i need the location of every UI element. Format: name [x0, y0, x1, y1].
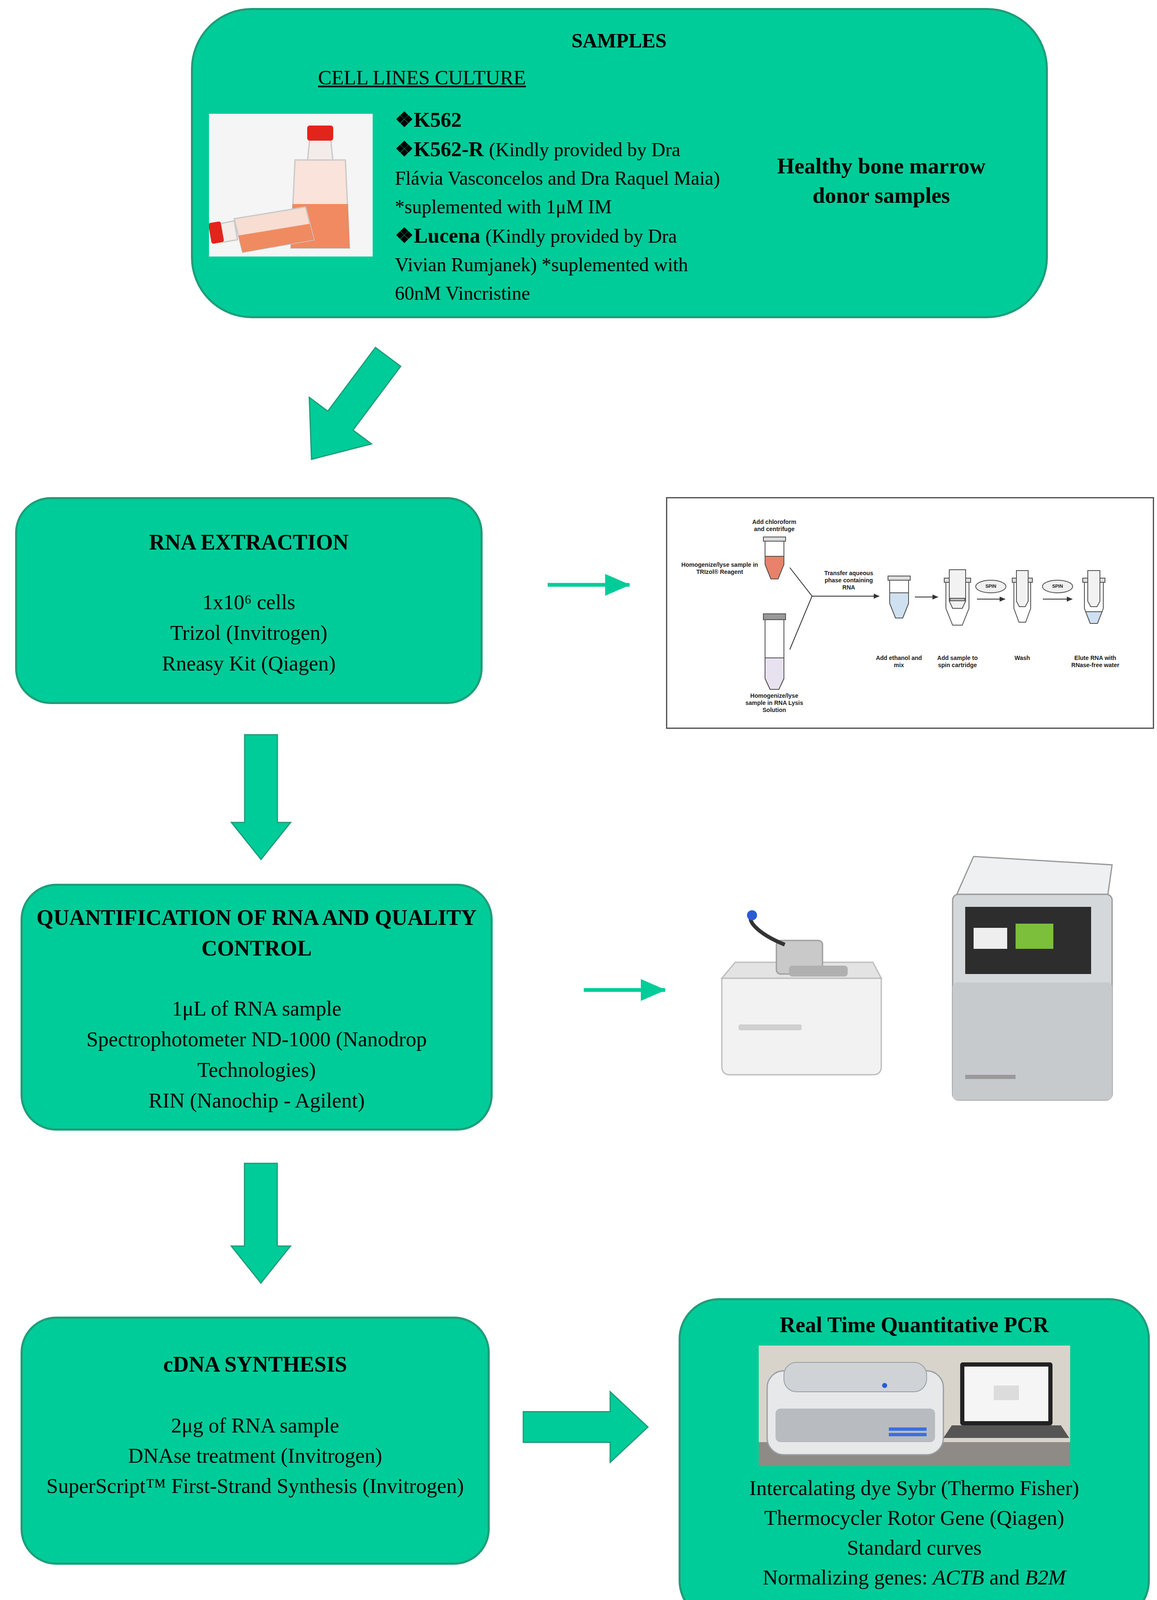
bioanalyzer-picture: [952, 856, 1113, 1100]
extraction-schematic: [667, 498, 1153, 728]
box-text: Rneasy Kit (Qiagen): [33, 647, 464, 679]
box-text: Intercalating dye Sybr (Thermo Fisher): [689, 1472, 1140, 1503]
box-text: Normalizing genes:: [762, 1564, 928, 1589]
box-text: 1μL of RNA sample: [33, 992, 481, 1024]
flow-arrow: [309, 347, 401, 460]
process-box: cDNA SYNTHESIS 2μg of RNA sampleDNAse tre…: [20, 1316, 490, 1565]
flow-arrow: [231, 1162, 291, 1283]
illustration-panel: Add chloroform and centrifugeHomogenize/…: [665, 496, 1155, 729]
list-item: ❖K562: [394, 107, 462, 132]
box-title: SAMPLES: [208, 28, 1030, 53]
box-text: RIN (Nanochip - Agilent): [33, 1084, 481, 1116]
step-label: Transfer aqueous phase containing RNA: [818, 569, 880, 591]
box-text: ACTB: [932, 1564, 985, 1589]
step-label: SPIN: [978, 583, 1004, 589]
box-text: Standard curves: [689, 1532, 1140, 1562]
box-title: Real Time Quantitative PCR: [689, 1308, 1140, 1340]
box-title: QUANTIFICATION OF RNA AND QUALITY CONTRO…: [33, 901, 481, 964]
process-box: QUANTIFICATION OF RNA AND QUALITY CONTRO…: [20, 883, 493, 1131]
box-title: cDNA SYNTHESIS: [35, 1348, 476, 1379]
step-label: Add sample to spin cartridge: [933, 654, 982, 669]
step-label: SPIN: [1044, 583, 1071, 589]
box-text: 2μg of RNA sample: [35, 1409, 476, 1440]
pointer-arrow: [583, 987, 666, 992]
box-text: Thermocycler Rotor Gene (Qiagen): [689, 1502, 1140, 1533]
list-item: ❖K562-R: [394, 137, 484, 161]
box-text: Spectrophotometer ND-1000 (Nanodrop Tech…: [33, 1023, 481, 1085]
step-label: Homogenize/lyse sample in TRIzol® Reagen…: [679, 561, 760, 576]
thermocycler-photo: [758, 1345, 1071, 1466]
flask-picture: [208, 113, 373, 257]
process-box: RNA EXTRACTION 1x10⁶ cellsTrizol (Invitro…: [15, 496, 483, 704]
spectrophotometer-picture: [721, 909, 882, 1075]
box-title: RNA EXTRACTION: [33, 526, 464, 558]
step-label: Elute RNA with RNase-free water: [1063, 654, 1127, 669]
flow-arrow: [231, 734, 291, 860]
box-text: Trizol (Invitrogen): [33, 617, 464, 648]
process-box: SAMPLESCELL LINES CULTURE ❖K562❖K562-R(K…: [190, 7, 1048, 319]
box-text: DNAse treatment (Invitrogen): [35, 1439, 476, 1471]
box-text: 1x10⁶ cells: [33, 586, 464, 618]
box-text: Healthy bone marrow donor samples: [751, 151, 1012, 210]
step-label: Add ethanol and mix: [875, 654, 922, 669]
step-label: Wash: [1005, 654, 1040, 662]
section-heading: CELL LINES CULTURE: [318, 65, 734, 90]
flow-arrow: [547, 582, 630, 587]
flow-arrow: [523, 1391, 648, 1462]
process-box: Real Time Quantitative PCR Intercalating…: [678, 1297, 1150, 1600]
box-text: B2M: [1024, 1564, 1066, 1589]
list-item: ❖Lucena: [394, 223, 481, 248]
box-text: and: [989, 1564, 1020, 1589]
step-label: Add chloroform and centrifuge: [746, 518, 802, 533]
box-text: SuperScript™ First-Strand Synthesis (Inv…: [35, 1470, 476, 1501]
step-label: Homogenize/lyse sample in RNA Lysis Solu…: [744, 692, 804, 714]
